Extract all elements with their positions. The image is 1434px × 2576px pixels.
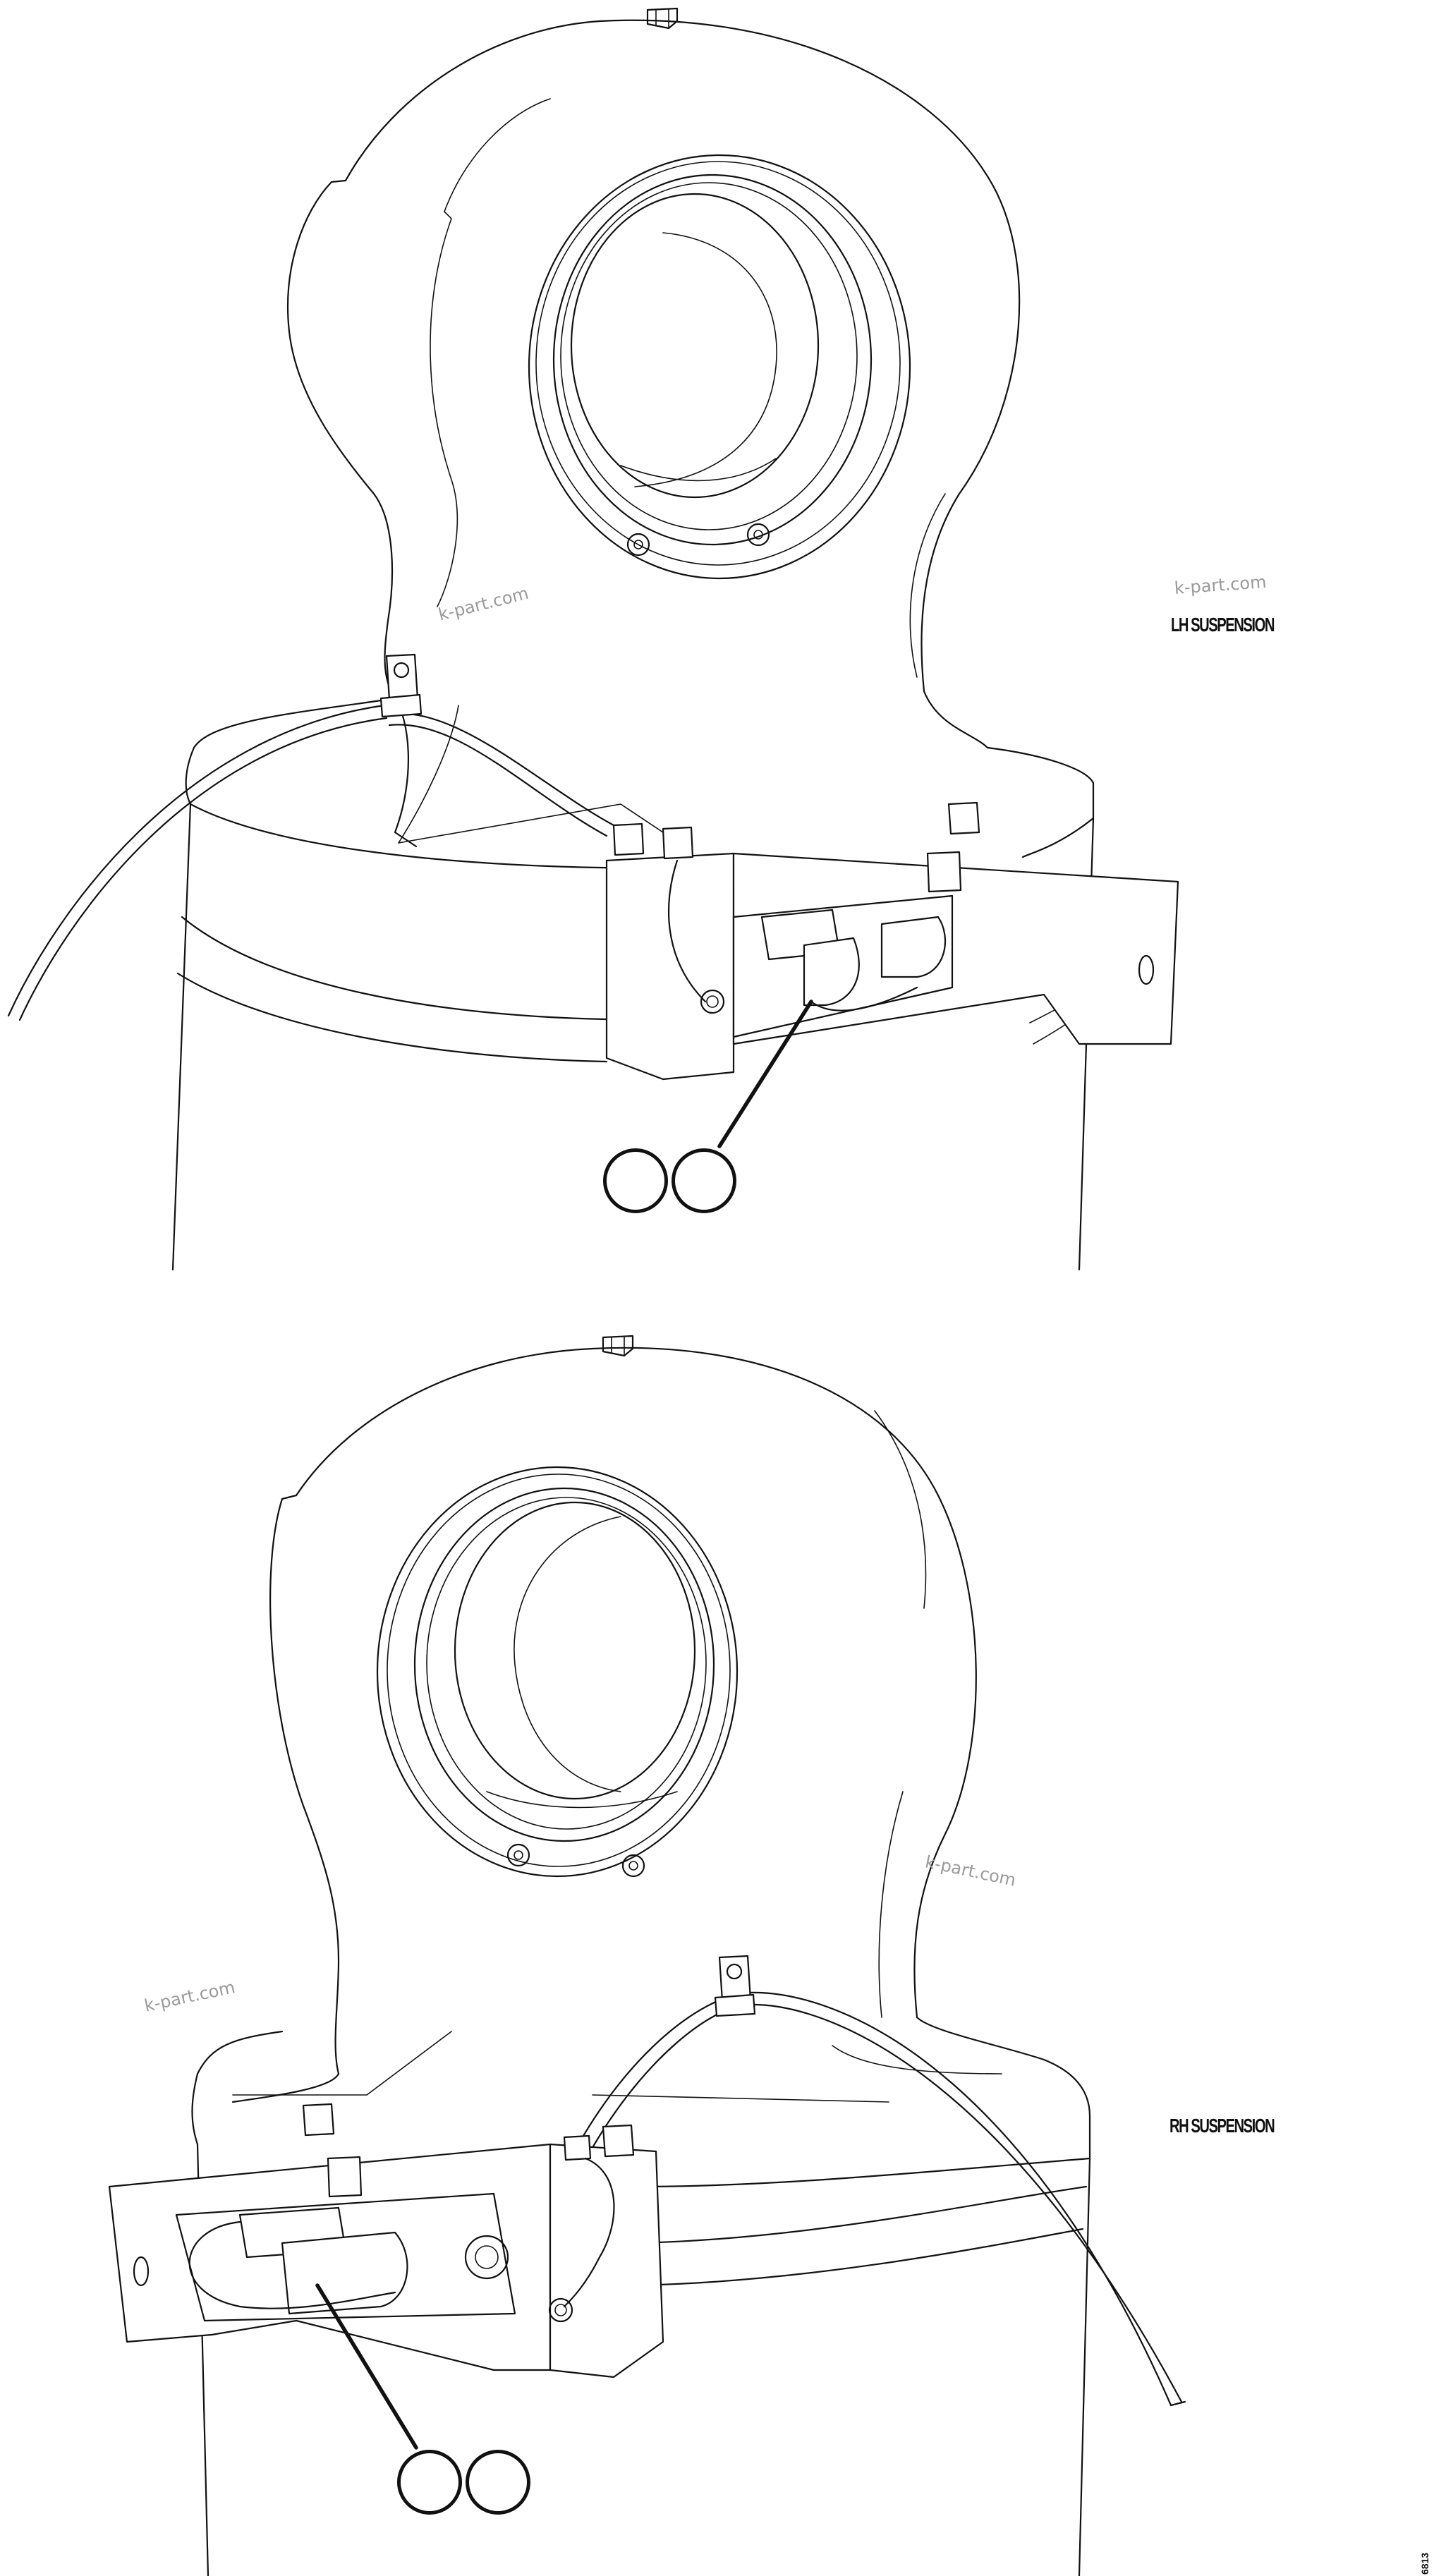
- lh-callout-bubble-2: [672, 1148, 736, 1213]
- rh-callout-bubble-1: [397, 2450, 462, 2515]
- rh-suspension-cylinder: [108, 1335, 1186, 2576]
- lh-callout-bubble-1: [603, 1148, 668, 1213]
- rh-suspension-label: RH SUSPENSION: [1169, 2115, 1275, 2137]
- rh-callout-bubble-2: [466, 2450, 530, 2515]
- lh-suspension-label: LH SUSPENSION: [1171, 614, 1275, 636]
- reference-code: 6813: [1419, 2552, 1430, 2575]
- lh-suspension-cylinder: [7, 7, 1179, 1271]
